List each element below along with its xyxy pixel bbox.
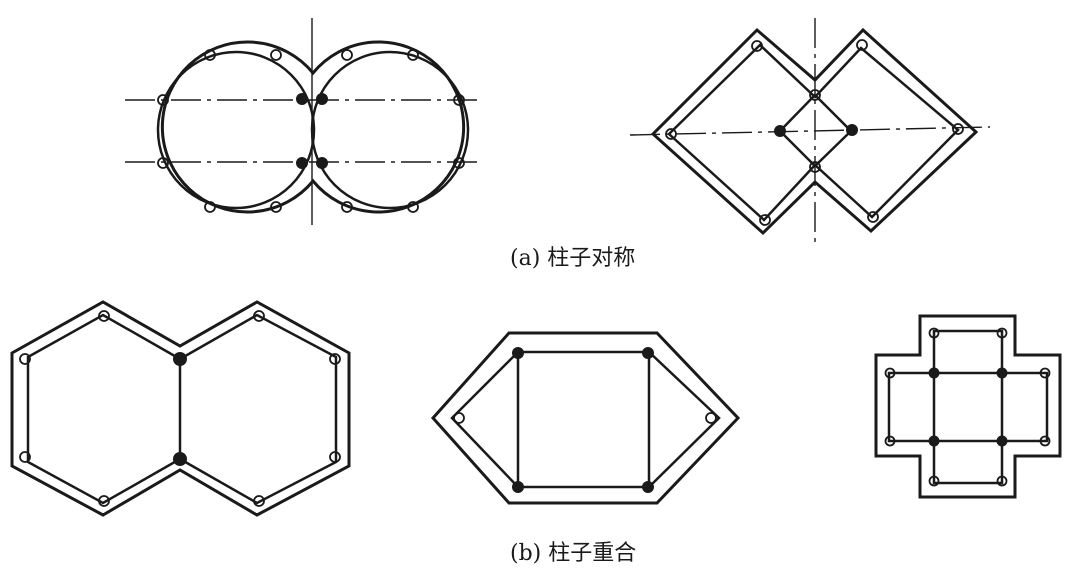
cross-shaped-column <box>874 314 1062 499</box>
elongated-hexagon-column <box>430 331 741 505</box>
double-circle-column <box>125 18 480 225</box>
caption-coincident-columns: (b) 柱子重合 <box>510 541 637 566</box>
double-diamond-column <box>629 18 991 242</box>
caption-symmetric-columns: (a) 柱子对称 <box>510 246 636 271</box>
double-hexagon-column <box>10 300 351 517</box>
